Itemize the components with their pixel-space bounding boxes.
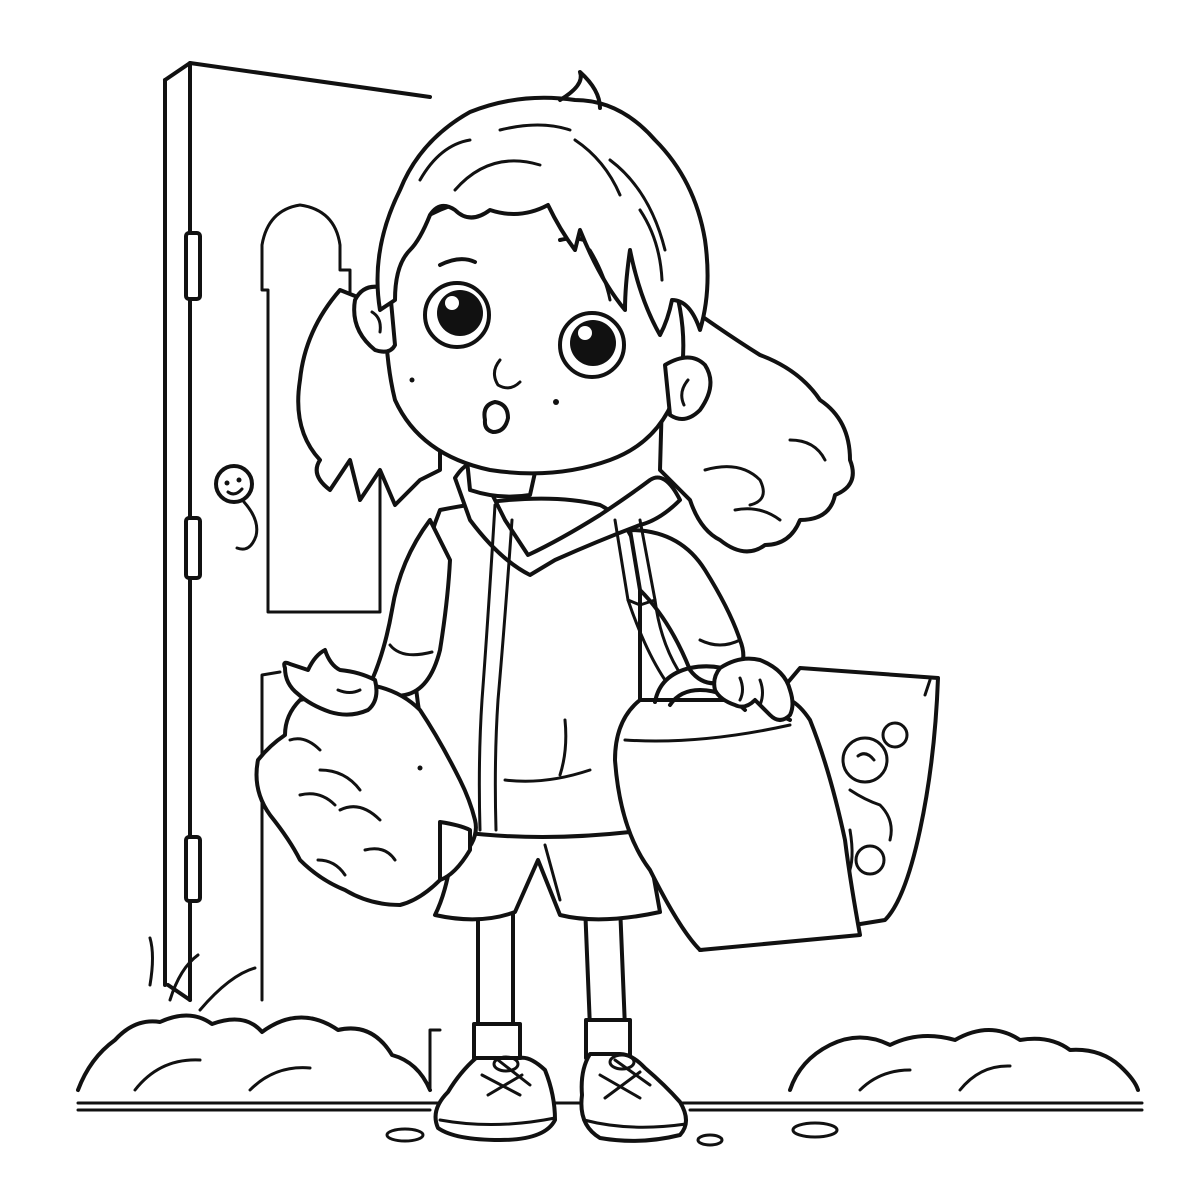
- door-hinge-middle: [184, 516, 202, 580]
- jacket-zipper: [477, 503, 497, 832]
- paper-bag: [254, 683, 478, 907]
- nose: [493, 358, 522, 390]
- right-eye: [558, 311, 626, 379]
- jacket: [370, 462, 746, 839]
- door-hinge-top: [184, 231, 202, 301]
- backpack-strap: [613, 518, 657, 607]
- left-hand: [282, 648, 379, 717]
- door: [163, 61, 432, 1002]
- door-hinge-bottom: [184, 835, 202, 903]
- right-hand: [712, 656, 795, 722]
- mouth: [482, 400, 510, 434]
- door-knob: [214, 464, 259, 551]
- left-shoe: [433, 1055, 557, 1142]
- legs: [472, 903, 632, 1064]
- door-lower-panel: [260, 670, 282, 1002]
- tote-bag-print: [841, 721, 909, 877]
- right-shoe: [579, 1052, 688, 1143]
- handbag-front: [613, 664, 862, 952]
- hair-front: [375, 70, 710, 337]
- ground: [76, 936, 1144, 1147]
- left-eyebrow: [438, 257, 477, 267]
- door-window-panel: [260, 203, 382, 614]
- left-eye: [423, 281, 491, 349]
